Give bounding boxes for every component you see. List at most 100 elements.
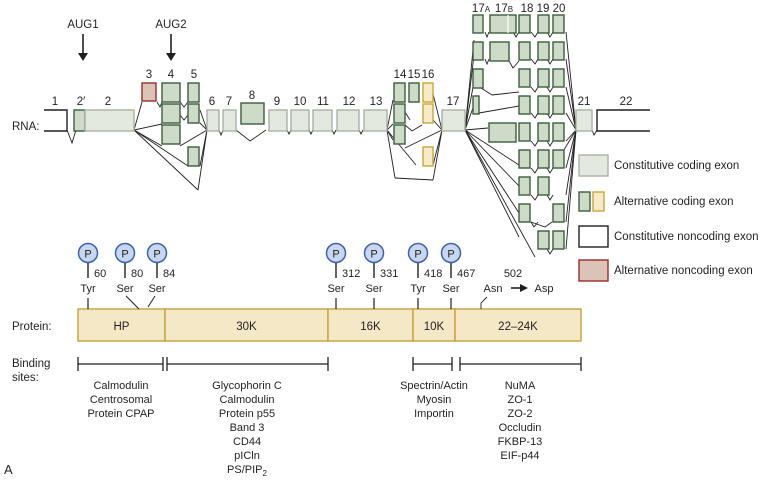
exon-label-11: 11 (317, 96, 329, 108)
legend-label-alternative-coding: Alternative coding exon (614, 196, 734, 208)
exon-20-row2 (552, 41, 565, 61)
phosphate-icon (146, 242, 168, 264)
exon-label-10: 10 (294, 96, 307, 108)
protein-domain-22–24k (454, 308, 582, 342)
deamidation-position: 502 (504, 268, 522, 280)
exon-13 (363, 109, 388, 132)
protein-domain-label: 16K (360, 321, 381, 333)
exon-20-row5 (552, 122, 565, 142)
exon-19-row2 (537, 41, 550, 61)
exon-14-row1 (393, 82, 406, 103)
phospho-residue: Ser (365, 283, 382, 295)
exon-7 (222, 109, 237, 132)
phosphate-icon (407, 242, 429, 264)
exon-4-row1 (161, 82, 181, 103)
exon-label-1: 1 (52, 96, 58, 108)
deamidation-tick (480, 296, 488, 309)
binding-partner: Protein CPAP (87, 408, 154, 420)
binding-label-line2: sites: (12, 372, 39, 384)
deamidation-from: Asn (484, 283, 503, 295)
exon-labels: 1 2′ 2 3 4 5 6 7 8 9 10 11 12 13 14 15 1… (52, 3, 633, 108)
exon-16-row2 (422, 103, 434, 124)
exon-18-row3 (518, 68, 531, 88)
exon-label-12: 12 (343, 96, 356, 108)
binding-partner: FKBP-13 (498, 436, 543, 448)
exon-label-8: 8 (249, 90, 255, 102)
exon-2 (84, 109, 135, 132)
legend-swatch-constitutive-noncoding (578, 225, 609, 248)
exon-14-row3 (393, 124, 406, 145)
exon-label-3: 3 (146, 69, 152, 81)
exon-2prime (73, 109, 86, 132)
legend: Constitutive coding exon Alternative cod… (578, 154, 759, 282)
exon-17a-row1 (472, 14, 484, 34)
exon-21 (575, 109, 593, 132)
arrow-right-icon (520, 284, 528, 292)
exon-19-row5 (537, 122, 550, 142)
exon-1 (44, 109, 68, 132)
exon-14-row2 (393, 103, 406, 124)
exon-17a-row4 (472, 95, 480, 115)
phospho-residue: Ser (116, 283, 133, 295)
exon-11 (312, 109, 333, 132)
exon-label-4: 4 (168, 69, 175, 81)
aug1-label: AUG1 (67, 19, 98, 31)
phosphate-icon (363, 242, 385, 264)
exon-label-16: 16 (422, 69, 435, 81)
phospho-sites: P60TyrP80SerP84SerP312SerP331SerP418TyrP… (77, 242, 475, 310)
exon-5-row2 (187, 103, 200, 124)
exon-18-row5 (518, 122, 531, 142)
exon-label-19: 19 (537, 3, 550, 15)
phospho-residue: Ser (442, 283, 459, 295)
binding-partner: Myosin (417, 394, 452, 406)
exon-17 (441, 109, 466, 132)
exon-20-row4 (552, 95, 565, 115)
phosphate-symbol: P (153, 249, 160, 261)
binding-partner: ZO-1 (507, 394, 532, 406)
phosphate-icon (440, 242, 462, 264)
exon-17b-row1 (489, 14, 517, 34)
binding-partner: Centrosomal (90, 394, 152, 406)
binding-partner: Protein p55 (219, 408, 275, 420)
exon-label-17: 17 (447, 96, 460, 108)
exon-18-row2 (518, 41, 531, 61)
legend-label-constitutive-noncoding: Constitutive noncoding exon (614, 231, 759, 243)
arrow-down-icon (78, 53, 88, 61)
binding-partner: Band 3 (230, 422, 265, 434)
phosphate-symbol: P (447, 249, 454, 261)
exon-20-row1 (552, 14, 565, 34)
legend-swatch-alternative-coding-green (578, 191, 591, 212)
protein-label: Protein: (12, 321, 52, 333)
phosphate-icon (77, 242, 99, 264)
exons (44, 14, 650, 250)
exon-label-20: 20 (553, 3, 566, 15)
exon-18-row6 (518, 149, 531, 169)
binding-partner: CD44 (233, 436, 261, 448)
exon-22 (596, 109, 650, 132)
legend-label-alternative-noncoding: Alternative noncoding exon (614, 265, 753, 277)
protein-domain-label: HP (114, 321, 130, 333)
exon-9 (268, 109, 288, 132)
exon-19-row3 (537, 68, 550, 88)
exon-label-13: 13 (370, 96, 383, 108)
exon-label-2: 2 (105, 96, 111, 108)
protein-domain-label: 30K (236, 321, 257, 333)
exon-8 (240, 102, 265, 125)
binding-partner: NuMA (505, 380, 536, 392)
exon-label-17b: 17B (495, 3, 513, 15)
aug2-label: AUG2 (155, 19, 186, 31)
arrow-down-icon (166, 53, 176, 61)
phospho-position: 84 (163, 268, 175, 280)
exon-20-row6 (552, 149, 565, 169)
phospho-position: 418 (424, 268, 442, 280)
deamidation-to: Asp (535, 283, 554, 295)
exon-20-row8 (552, 203, 565, 223)
